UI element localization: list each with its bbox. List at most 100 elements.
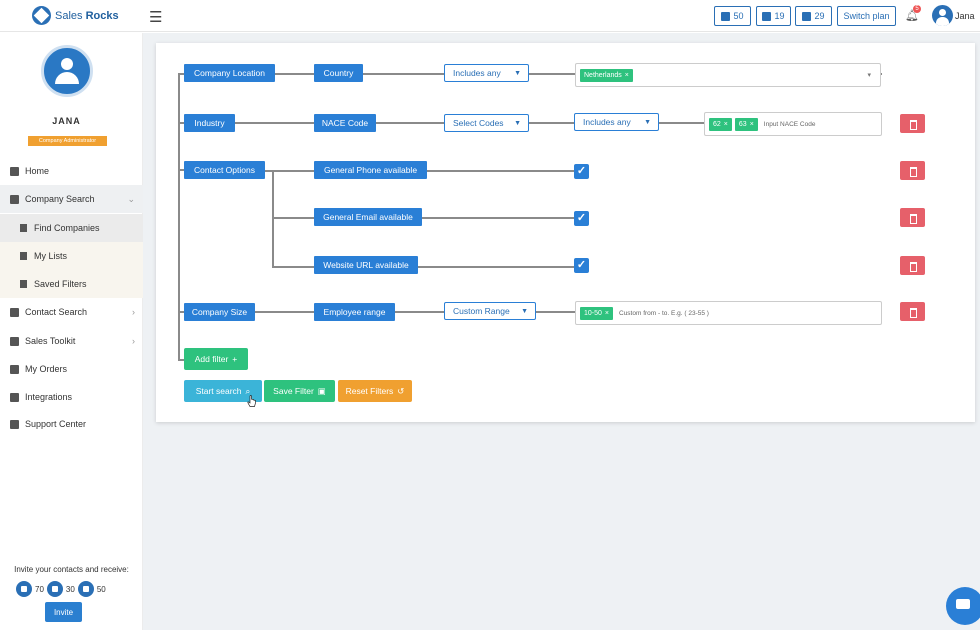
bell-icon[interactable]: 🔔︎ <box>905 10 919 22</box>
sidebar-item-integrations[interactable]: Integrations <box>0 383 143 411</box>
sidebar-item-company-search[interactable]: Company Search ⌄ <box>0 185 143 213</box>
chevron-right-icon: › <box>132 307 135 317</box>
sidebar-item-find-companies[interactable]: Find Companies <box>0 214 143 242</box>
general-phone-block[interactable]: General Phone available <box>314 161 427 179</box>
tag-62[interactable]: 62× <box>709 117 732 131</box>
briefcase-icon <box>802 11 812 21</box>
building-icon <box>10 194 19 204</box>
save-icon: ▣ <box>317 385 326 396</box>
delete-company-size-button[interactable] <box>900 302 925 321</box>
delete-contact-options-button[interactable] <box>900 161 925 180</box>
add-filter-button[interactable]: Add filter+ <box>184 348 248 370</box>
invite-button[interactable]: Invite <box>45 602 82 622</box>
tag-63[interactable]: 63× <box>734 117 758 131</box>
reset-icon: ↺ <box>397 385 405 396</box>
employee-range-tag-input[interactable]: 10-50× Custom from - to. E.g. ( 23-55 ) <box>575 301 882 325</box>
employee-range-block[interactable]: Employee range <box>314 303 395 321</box>
nace-code-placeholder: Input NACE Code <box>763 120 816 128</box>
general-email-block[interactable]: General Email available <box>314 208 422 226</box>
chevron-down-icon[interactable]: ▾ <box>867 72 871 79</box>
notification-badge: 5 <box>913 5 921 13</box>
country-field-block[interactable]: Country <box>314 64 363 82</box>
menu-toggle-icon[interactable]: ☰ <box>149 9 163 26</box>
briefcase-icon <box>77 581 94 597</box>
question-icon <box>10 419 19 429</box>
contact-card-icon <box>46 581 63 597</box>
industry-operator-select[interactable]: Includes any▼ <box>574 113 659 131</box>
brand-bold: Rocks <box>85 9 119 22</box>
remove-tag-icon[interactable]: × <box>749 120 754 128</box>
country-tag-input[interactable]: Netherlands× ▾ <box>575 63 881 87</box>
dropdown-arrow-icon: ▼ <box>644 118 651 126</box>
invite-text: Invite your contacts and receive: <box>14 565 129 574</box>
dropdown-arrow-icon: ▼ <box>514 69 521 77</box>
briefcase-icon <box>10 336 19 346</box>
select-codes-select[interactable]: Select Codes▼ <box>444 114 529 132</box>
tree-trunk-line <box>178 73 180 361</box>
save-filter-button[interactable]: Save Filter▣ <box>264 380 335 402</box>
industry-block[interactable]: Industry <box>184 114 235 132</box>
custom-range-placeholder: Custom from - to. E.g. ( 23-55 ) <box>619 309 709 317</box>
sidebar-item-my-lists[interactable]: My Lists <box>0 242 143 270</box>
profile-name: JANA <box>52 116 81 126</box>
role-badge: Company Administrator <box>28 136 107 146</box>
credits-contacts-button[interactable]: 19 <box>756 6 791 26</box>
remove-tag-icon[interactable]: × <box>604 309 609 317</box>
general-email-checkbox[interactable]: ✓ <box>574 211 589 226</box>
website-url-checkbox[interactable]: ✓ <box>574 258 589 273</box>
tag-10-50[interactable]: 10-50× <box>580 306 613 320</box>
hand-cursor-icon <box>247 395 256 407</box>
user-name[interactable]: Jana <box>955 11 975 21</box>
top-bar: Sales Rocks ☰ 50 19 29 Switch plan 🔔︎ 5 … <box>0 0 980 32</box>
credits-companies-button[interactable]: 50 <box>714 6 751 26</box>
remove-tag-icon[interactable]: × <box>723 120 728 128</box>
location-operator-select[interactable]: Includes any▼ <box>444 64 529 82</box>
nace-code-tag-input[interactable]: 62× 63× Input NACE Code <box>704 112 882 136</box>
credits-toolkit-button[interactable]: 29 <box>795 6 832 26</box>
chat-icon[interactable] <box>946 587 980 625</box>
invite-rewards: 70 30 50 <box>16 581 106 597</box>
website-url-block[interactable]: Website URL available <box>314 256 418 274</box>
contact-card-icon <box>10 307 19 317</box>
chevron-down-icon: ⌄ <box>127 193 135 204</box>
profile-avatar <box>41 45 93 97</box>
contact-card-icon <box>762 11 772 21</box>
sidebar-item-my-orders[interactable]: My Orders <box>0 355 143 383</box>
logo-icon <box>32 6 51 25</box>
gear-icon <box>10 392 19 402</box>
search-icon <box>20 280 27 288</box>
sidebar-item-sales-toolkit[interactable]: Sales Toolkit › <box>0 327 143 355</box>
delete-email-option-button[interactable] <box>900 208 925 227</box>
company-size-operator-select[interactable]: Custom Range▼ <box>444 302 536 320</box>
filter-card <box>156 43 975 422</box>
tag-netherlands[interactable]: Netherlands× <box>580 68 633 82</box>
sidebar-item-contact-search[interactable]: Contact Search › <box>0 298 143 326</box>
remove-tag-icon[interactable]: × <box>624 71 629 79</box>
sidebar: JANA Company Administrator Home Company … <box>0 33 143 630</box>
contact-options-block[interactable]: Contact Options <box>184 161 265 179</box>
reset-filters-button[interactable]: Reset Filters↺ <box>338 380 412 402</box>
plus-icon: + <box>232 354 238 364</box>
sidebar-item-saved-filters[interactable]: Saved Filters <box>0 270 143 298</box>
switch-plan-button[interactable]: Switch plan <box>837 6 896 26</box>
home-icon <box>10 166 19 176</box>
sidebar-item-home[interactable]: Home <box>0 157 143 185</box>
building-icon <box>721 11 731 21</box>
building-icon <box>16 581 32 597</box>
dropdown-arrow-icon: ▼ <box>514 119 521 127</box>
start-search-button[interactable]: Start search⌕ <box>184 380 262 402</box>
nace-code-block[interactable]: NACE Code <box>314 114 376 132</box>
chevron-right-icon: › <box>132 336 135 346</box>
cart-icon <box>10 364 19 374</box>
delete-website-option-button[interactable] <box>900 256 925 275</box>
company-location-block[interactable]: Company Location <box>184 64 275 82</box>
company-size-block[interactable]: Company Size <box>184 303 255 321</box>
delete-industry-button[interactable] <box>900 114 925 133</box>
search-icon: ⌕ <box>245 385 251 396</box>
brand-prefix: Sales <box>55 9 83 22</box>
document-icon <box>20 224 27 232</box>
logo[interactable]: Sales Rocks <box>32 6 119 25</box>
general-phone-checkbox[interactable]: ✓ <box>574 164 589 179</box>
sidebar-item-support-center[interactable]: Support Center <box>0 410 143 438</box>
user-avatar[interactable] <box>932 5 953 26</box>
